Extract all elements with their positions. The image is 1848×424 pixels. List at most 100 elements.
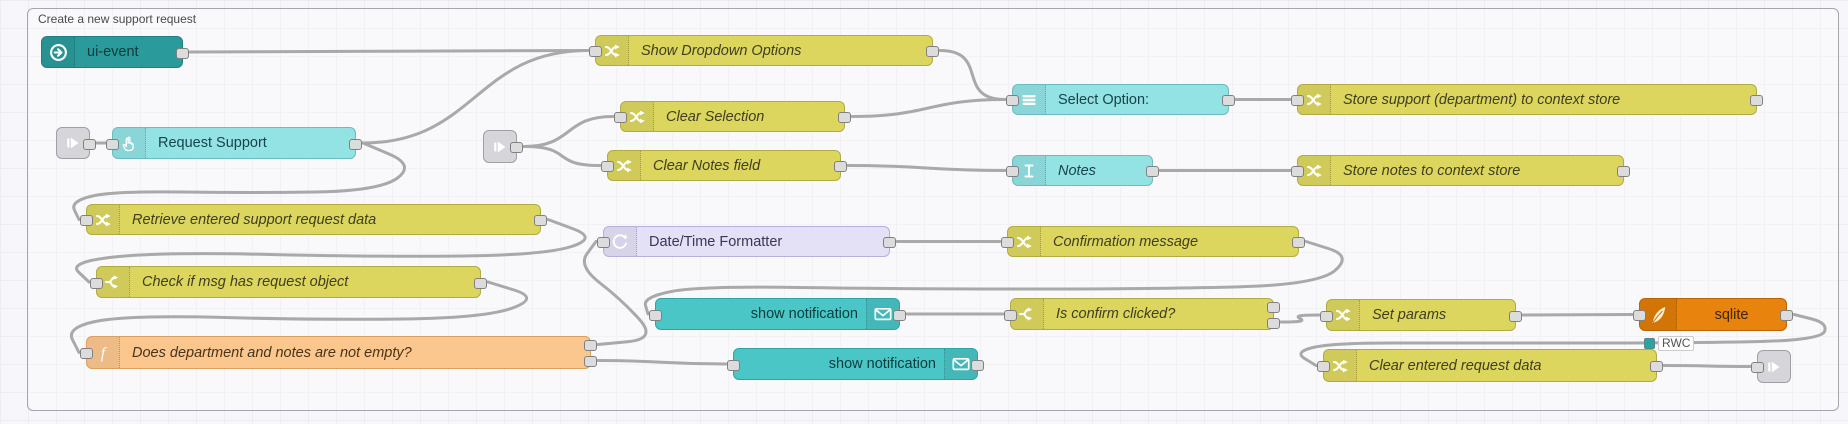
- output-port[interactable]: [349, 138, 362, 150]
- node-label: Notes: [1058, 162, 1096, 179]
- wire-ui-event-to-show-dropdown[interactable]: [188, 49, 590, 54]
- node-store-notes[interactable]: Store notes to context store: [1291, 155, 1630, 186]
- node-request-support[interactable]: Request Support: [106, 127, 362, 159]
- node-label: ui-event: [87, 44, 139, 60]
- node-clear-notes[interactable]: Clear Notes field: [601, 150, 847, 181]
- output-port[interactable]: [176, 47, 189, 59]
- node-notif-2[interactable]: show notification: [727, 348, 984, 380]
- wire-clear-selection-to-select-option[interactable]: [850, 98, 1007, 118]
- output-port[interactable]: [510, 142, 523, 153]
- wire-does-dept-to-datetime[interactable]: [582, 240, 648, 346]
- node-label: Is confirm clicked?: [1056, 306, 1176, 322]
- input-port[interactable]: [1006, 166, 1019, 177]
- output-port[interactable]: [474, 277, 487, 289]
- wire-link-in-2-to-clear-notes[interactable]: [522, 145, 602, 167]
- output-port[interactable]: [1650, 361, 1663, 372]
- wire-request-support-to-show-dropdown[interactable]: [361, 49, 590, 145]
- wire-does-dept-to-notif-2[interactable]: [596, 359, 728, 366]
- node-check-msg[interactable]: Check if msg has request object: [90, 266, 487, 298]
- output-port[interactable]: [584, 356, 597, 367]
- node-link-in-2[interactable]: [483, 130, 523, 163]
- input-port[interactable]: [90, 277, 103, 289]
- input-port[interactable]: [727, 359, 740, 371]
- output-port[interactable]: [1780, 310, 1793, 321]
- output-port[interactable]: [1222, 95, 1235, 106]
- input-port[interactable]: [1291, 95, 1304, 106]
- input-port[interactable]: [1291, 166, 1304, 177]
- node-link-in-1[interactable]: [56, 127, 96, 159]
- output-port[interactable]: [83, 138, 96, 150]
- input-port[interactable]: [80, 215, 93, 226]
- node-store-support[interactable]: Store support (department) to context st…: [1291, 84, 1763, 115]
- wire-set-params-to-sqlite[interactable]: [1521, 313, 1634, 317]
- output-port[interactable]: [883, 237, 896, 248]
- input-port[interactable]: [589, 46, 602, 57]
- output-port[interactable]: [1750, 95, 1763, 106]
- wire-check-msg-to-does-dept[interactable]: [69, 280, 529, 354]
- input-port[interactable]: [649, 309, 662, 321]
- input-port[interactable]: [1001, 237, 1014, 248]
- node-show-dropdown[interactable]: Show Dropdown Options: [589, 35, 939, 66]
- node-clear-entered[interactable]: Clear entered request data: [1317, 349, 1663, 382]
- node-label: Does department and notes are not empty?: [132, 344, 412, 361]
- node-label: Show Dropdown Options: [641, 42, 802, 59]
- node-select-option[interactable]: Select Option:: [1006, 84, 1235, 115]
- link-arrow-icon: [57, 128, 89, 158]
- output-port[interactable]: [926, 46, 939, 57]
- wire-confirmation-to-notif-1[interactable]: [643, 240, 1344, 316]
- input-port[interactable]: [1633, 310, 1646, 321]
- node-is-confirm[interactable]: Is confirm clicked?: [1004, 298, 1280, 330]
- node-set-params[interactable]: Set params: [1320, 299, 1522, 331]
- input-port[interactable]: [614, 112, 627, 123]
- node-clear-selection[interactable]: Clear Selection: [614, 101, 851, 132]
- output-port[interactable]: [1509, 310, 1522, 322]
- wire-clear-entered-to-link-out[interactable]: [1662, 364, 1752, 368]
- wire-show-dropdown-to-select-option[interactable]: [938, 49, 1007, 101]
- output-port[interactable]: [1267, 301, 1280, 313]
- input-port[interactable]: [1320, 310, 1333, 322]
- wire-request-support-to-retrieve[interactable]: [72, 141, 406, 221]
- clock-icon: [604, 227, 637, 256]
- input-port[interactable]: [106, 138, 119, 150]
- output-port[interactable]: [1617, 166, 1630, 177]
- node-notes[interactable]: Notes: [1006, 155, 1159, 186]
- node-datetime[interactable]: Date/Time Formatter: [597, 226, 896, 257]
- node-retrieve[interactable]: Retrieve entered support request data: [80, 204, 547, 235]
- node-label: Set params: [1372, 307, 1447, 323]
- output-port[interactable]: [584, 340, 597, 351]
- output-port[interactable]: [838, 112, 851, 123]
- output-port[interactable]: [1146, 166, 1159, 177]
- node-label: show notification: [828, 356, 936, 372]
- input-port[interactable]: [1751, 362, 1764, 373]
- wire-sqlite-to-clear-entered[interactable]: [1299, 313, 1827, 367]
- input-port[interactable]: [1006, 95, 1019, 106]
- input-port[interactable]: [1004, 309, 1017, 321]
- input-port[interactable]: [597, 237, 610, 248]
- output-port[interactable]: [534, 215, 547, 226]
- node-label: Clear entered request data: [1369, 357, 1542, 374]
- output-port[interactable]: [1267, 317, 1280, 329]
- node-notif-1[interactable]: show notification: [649, 298, 906, 330]
- input-port[interactable]: [80, 348, 93, 359]
- node-ui-event[interactable]: ui-event: [41, 36, 189, 68]
- node-link-out[interactable]: [1751, 350, 1791, 383]
- output-port[interactable]: [834, 161, 847, 172]
- output-port[interactable]: [1292, 237, 1305, 248]
- output-port[interactable]: [971, 359, 984, 371]
- node-sqlite[interactable]: sqlite: [1633, 298, 1793, 331]
- node-label: show notification: [750, 306, 858, 322]
- input-port[interactable]: [601, 161, 614, 172]
- wire-retrieve-to-check-msg[interactable]: [75, 218, 587, 284]
- wire-is-confirm-to-set-params[interactable]: [1279, 313, 1321, 324]
- input-port[interactable]: [1317, 361, 1330, 372]
- wire-link-in-2-to-clear-selection[interactable]: [522, 115, 615, 148]
- circle-arrow-icon: [42, 37, 75, 67]
- wire-clear-notes-to-notes[interactable]: [846, 164, 1007, 172]
- node-label: Select Option:: [1058, 91, 1150, 108]
- output-port[interactable]: [893, 309, 906, 321]
- shuffle-icon: [621, 102, 654, 131]
- node-confirmation[interactable]: Confirmation message: [1001, 226, 1305, 257]
- link-arrow-icon: [1758, 351, 1790, 382]
